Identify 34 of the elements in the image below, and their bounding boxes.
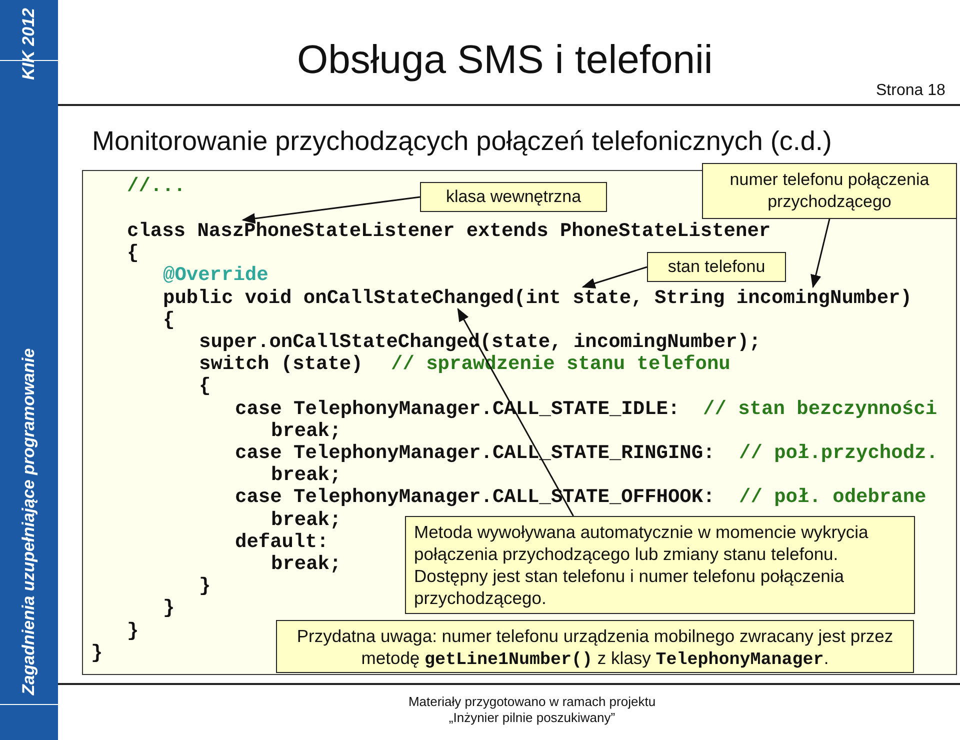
code-line: { (127, 242, 139, 264)
code-comment: // poł.przychodz. (739, 442, 938, 464)
code-line: break; (271, 420, 342, 442)
leader-line (810, 218, 830, 288)
callout-box: klasa wewnętrzna (420, 182, 607, 212)
code-line: } (127, 620, 139, 642)
code-line: } (91, 642, 103, 664)
code-line: } (163, 597, 175, 619)
code-comment: //... (127, 175, 186, 197)
leader-line (582, 266, 648, 289)
leader-line (242, 196, 420, 224)
code-line: switch (state) (199, 353, 363, 375)
leader-line (457, 308, 574, 516)
sidebar-caption: Zagadnienia uzupełniające programowanie (18, 347, 39, 695)
code-line: break; (271, 509, 342, 531)
code-line: } (199, 575, 211, 597)
code-line: class NaszPhoneStateListener extends PhoneStateListener (127, 220, 771, 242)
slide-title: Obsługa SMS i telefonii (297, 38, 713, 83)
callout-box: Metoda wywoływana automatycznie w momencie wykrycia połączenia przychodzącego lub zmiany stanu telefonu. Dostępny jest stan telefonu i numer telefonu połączenia przychodzącego. (405, 516, 915, 614)
code-line: break; (271, 553, 342, 575)
footer-note: Materiały przygotowano w ramach projektu „Inżynier pilnie poszukiwany” (407, 694, 657, 726)
page-number: Strona 18 (876, 82, 946, 100)
code-comment: // poł. odebrane (739, 486, 926, 508)
code-line: public void onCallStateChanged(int state, String incomingNumber) (163, 287, 912, 309)
callout-box: stan telefonu (647, 252, 786, 282)
code-line: @Override (163, 264, 268, 286)
code-line: { (199, 375, 211, 397)
callout-box: numer telefonu połączenia przychodzącego (702, 163, 957, 219)
code-line: { (163, 309, 175, 331)
callout-box: Przydatna uwaga: numer telefonu urządzenia mobilnego zwracany jest przez metodę getLine1Number() z klasy TelephonyManager. (276, 620, 914, 673)
slide-subtitle: Monitorowanie przychodzących połączeń telefonicznych (c.d.) (92, 126, 832, 157)
code-line: default: (235, 531, 329, 553)
code-comment: // stan bezczynności (703, 398, 938, 420)
code-line: break; (271, 464, 342, 486)
